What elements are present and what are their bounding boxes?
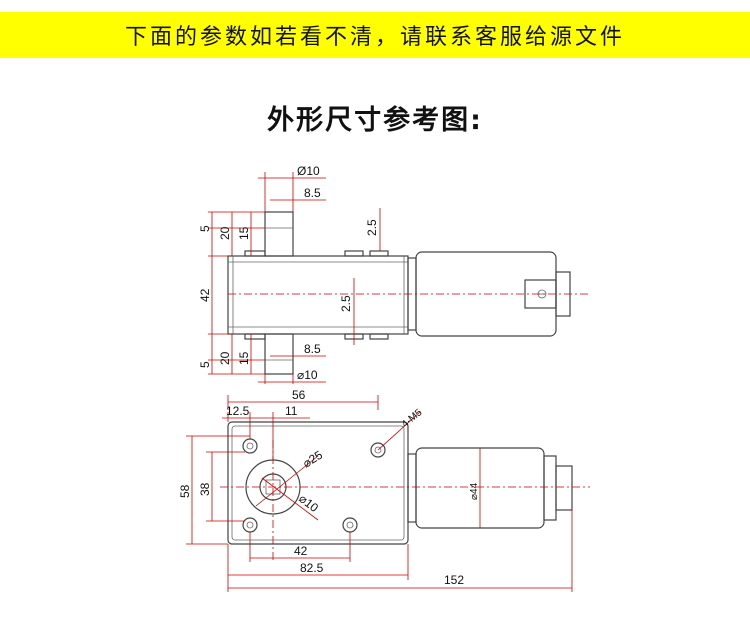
dim-11: 11 [285, 404, 298, 418]
dim-top-20: 20 [218, 226, 232, 240]
dim-top-42: 42 [198, 288, 212, 302]
notice-text: 下面的参数如若看不清，请联系客服给源文件 [124, 25, 625, 50]
notice-banner: 下面的参数如若看不清，请联系客服给源文件 [0, 12, 750, 58]
dim-bot-20: 20 [218, 351, 232, 365]
mounting-hole [370, 442, 386, 458]
front-view: 12.5 11 4-M5 ⌀25 ⌀10 58 38 ⌀44 42 82 [178, 404, 590, 592]
dim-top-2-5: 2.5 [365, 219, 379, 236]
dim-82-5: 82.5 [300, 561, 324, 575]
dim-top-5: 5 [198, 225, 212, 232]
dim-bot-5: 5 [198, 361, 212, 368]
upper-shaft [264, 211, 294, 257]
dim-mid-2-5: 2.5 [339, 295, 353, 312]
dim-12-5: 12.5 [226, 404, 250, 418]
mounting-hole [242, 517, 258, 533]
mounting-hole [242, 438, 258, 454]
dim-38: 38 [198, 482, 212, 496]
page-title: 外形尺寸参考图: [267, 105, 483, 136]
dim-44: ⌀44 [469, 482, 480, 500]
dim-56: 56 [292, 388, 306, 402]
dim-top-15: 15 [237, 226, 251, 240]
dim-top-shaft-dia: Ø10 [297, 164, 320, 178]
dim-top-flat: 8.5 [304, 186, 321, 200]
dim-58: 58 [178, 484, 192, 498]
mounting-hole [342, 517, 358, 533]
lower-shaft [264, 333, 294, 375]
dim-bot-shaft-dia: ⌀10 [297, 368, 318, 382]
dim-10: ⌀10 [296, 491, 321, 515]
dim-152: 152 [444, 573, 464, 587]
dim-42-front: 42 [294, 544, 308, 558]
dim-bot-flat: 8.5 [304, 342, 321, 356]
gearbox-body [227, 255, 409, 335]
dim-holes: 4-M5 [400, 407, 425, 430]
top-view: Ø10 8.5 5 20 15 2.5 42 2.5 5 20 15 [198, 164, 590, 410]
dim-bot-15: 15 [237, 351, 251, 365]
